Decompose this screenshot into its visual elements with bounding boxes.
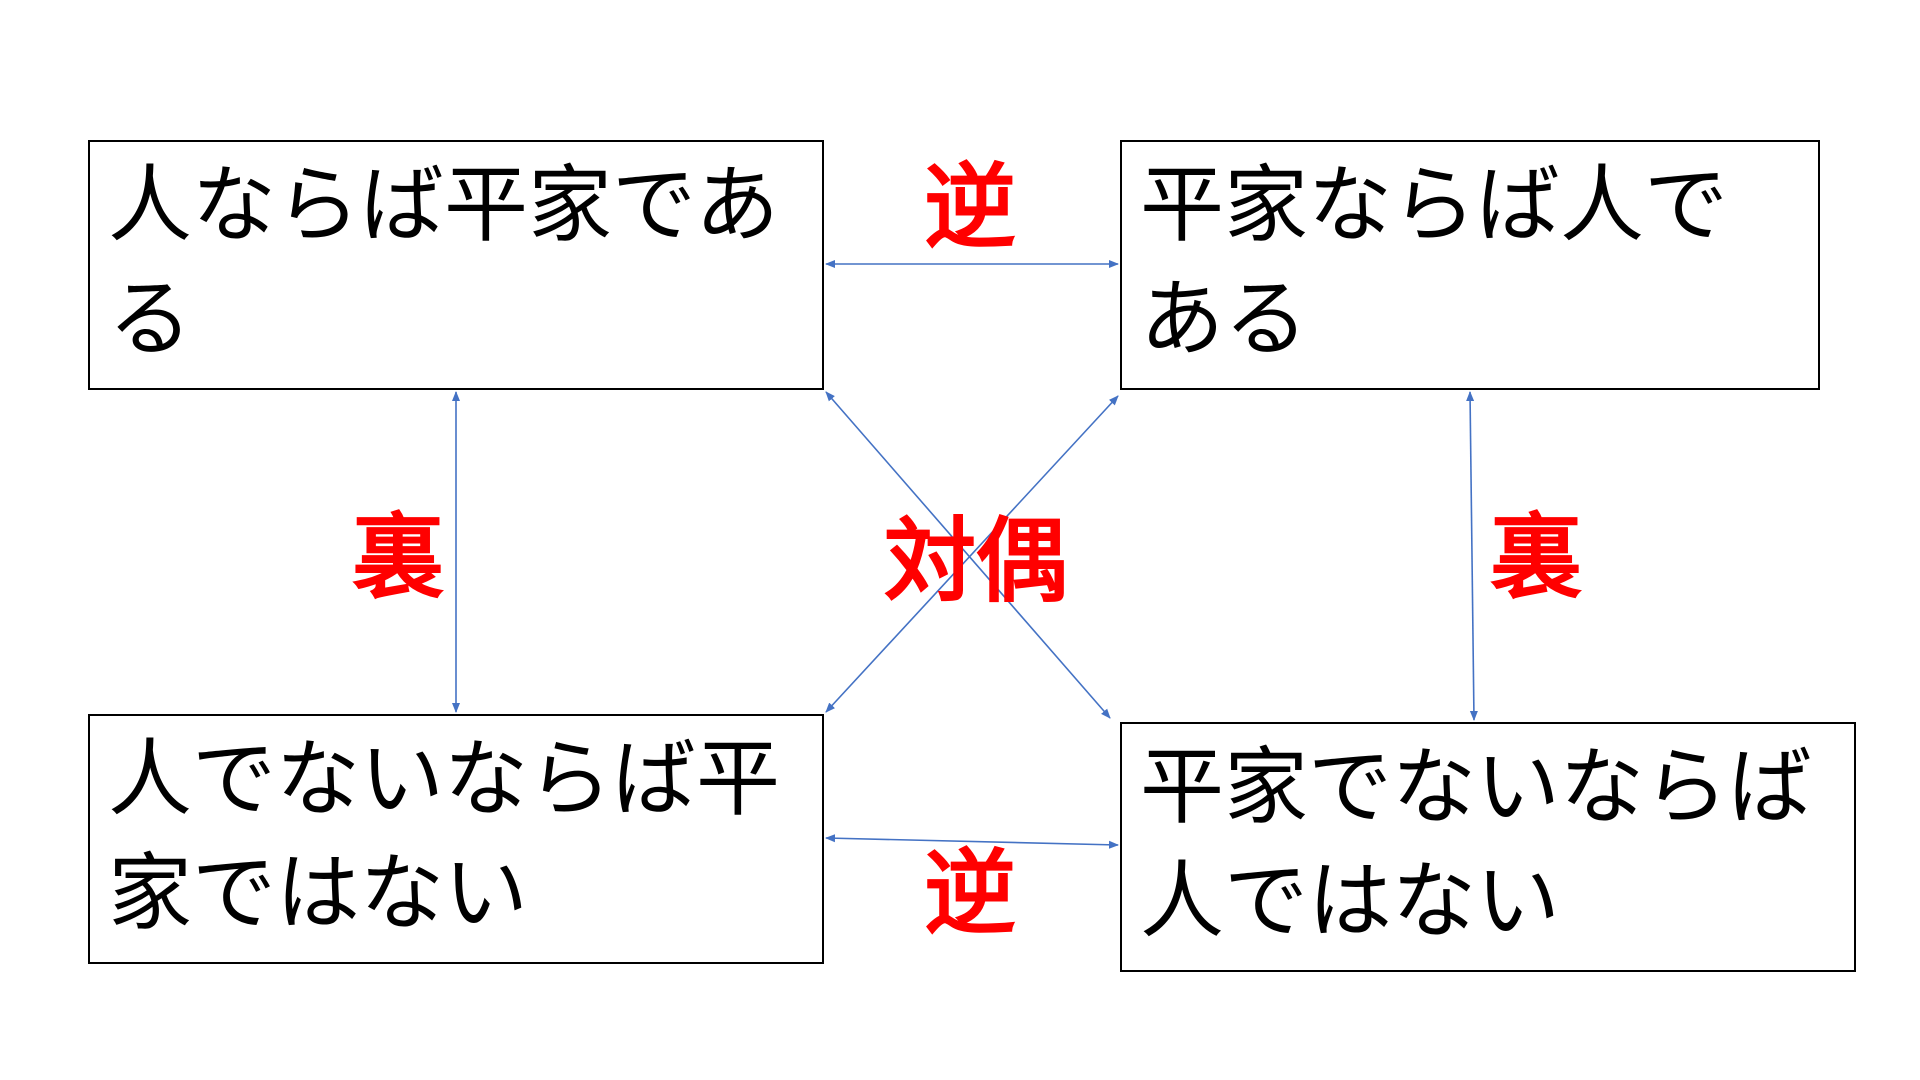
relation-label-converse-bottom: 逆 xyxy=(924,840,1017,947)
statement-original: 人ならば平家である xyxy=(88,140,824,390)
statement-converse: 平家ならば人である xyxy=(1120,140,1820,390)
relation-label-inverse-left: 裏 xyxy=(352,504,445,611)
relation-label-contrapositive: 対偶 xyxy=(884,508,1069,615)
relation-label-converse-top: 逆 xyxy=(924,154,1017,261)
arrow-inverse-right xyxy=(1466,391,1478,721)
statement-inverse: 人でないならば平家ではない xyxy=(88,714,824,964)
statement-contrapositive: 平家でないならば人ではない xyxy=(1120,722,1856,972)
relation-label-inverse-right: 裏 xyxy=(1490,504,1583,611)
